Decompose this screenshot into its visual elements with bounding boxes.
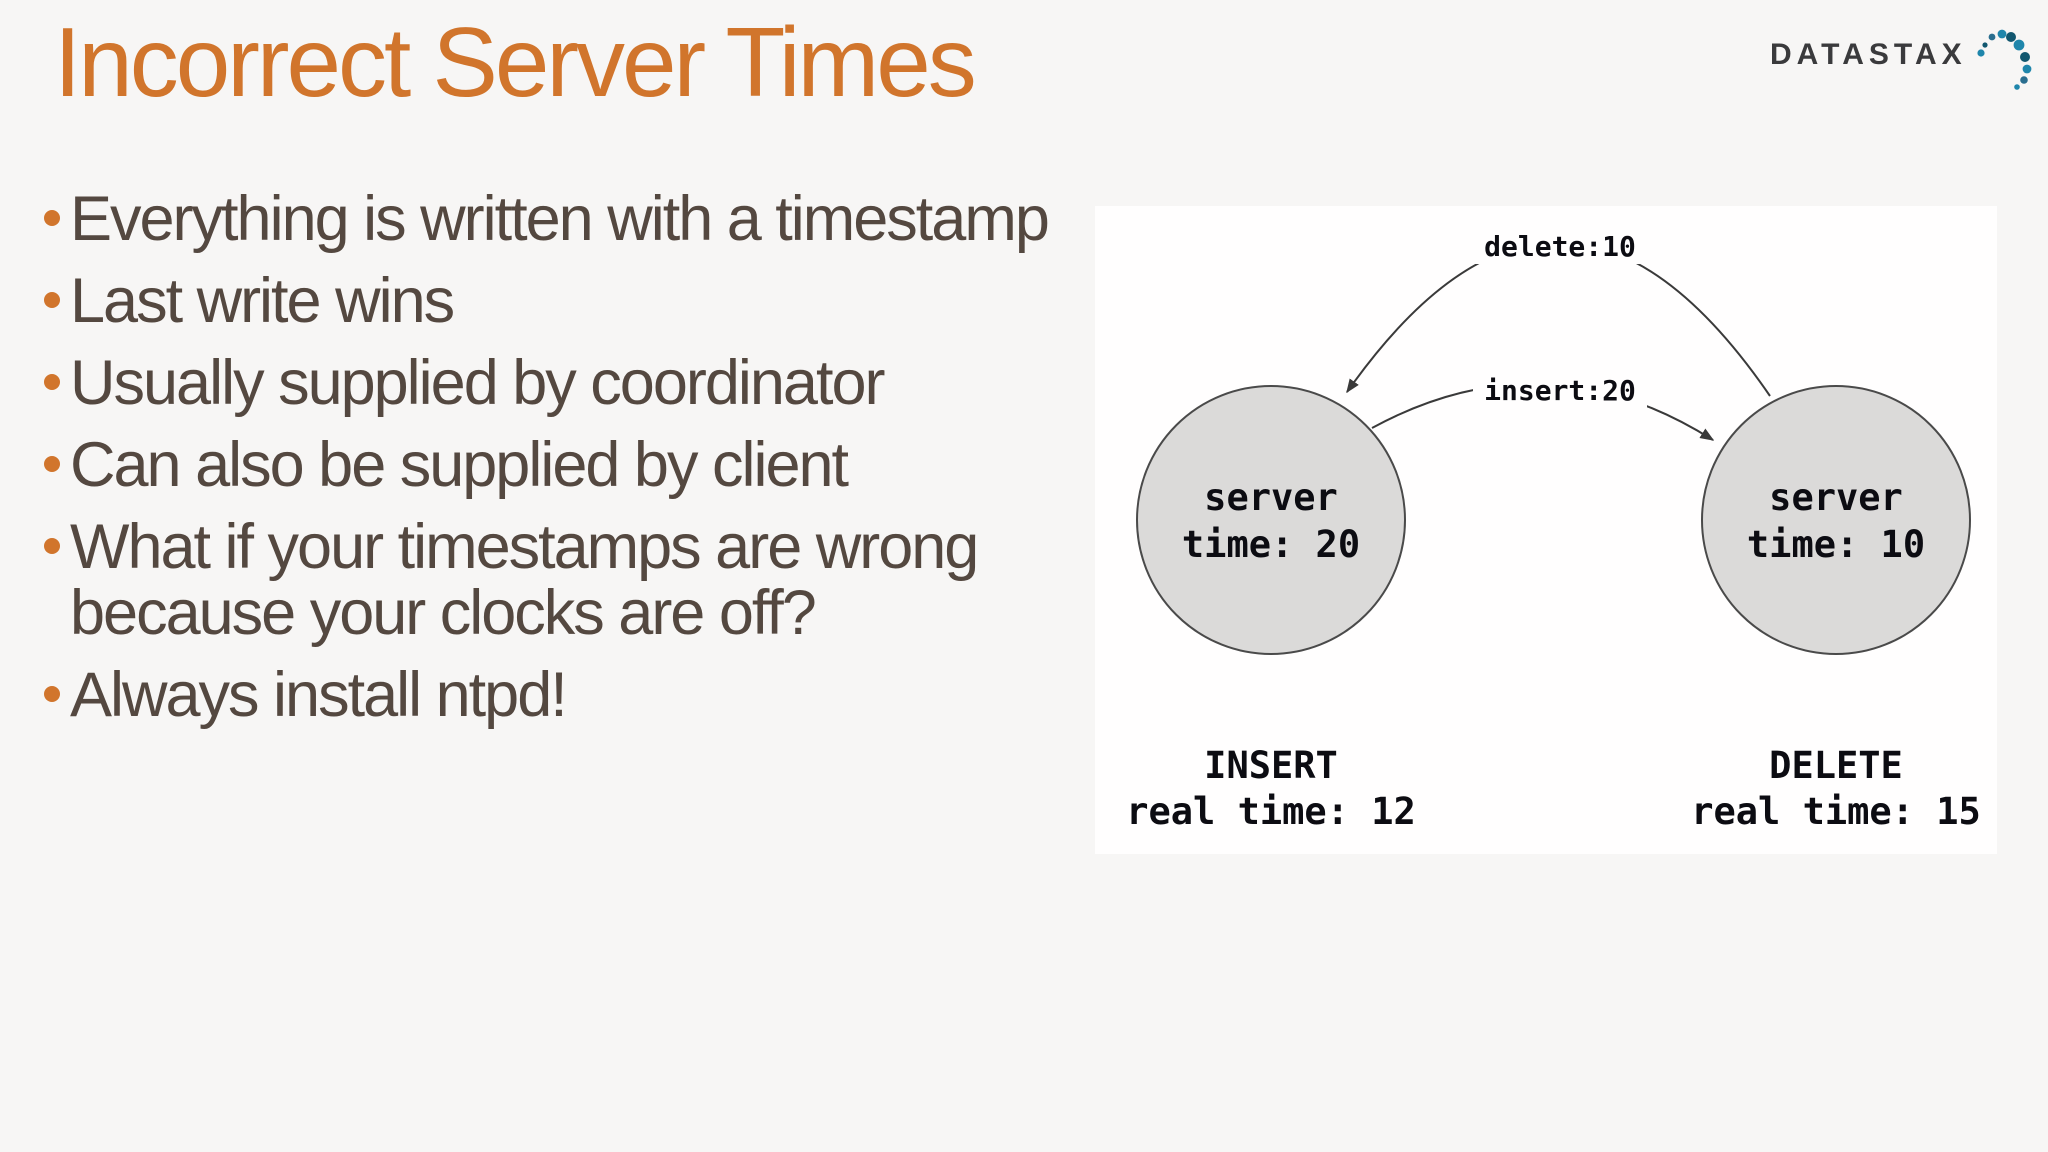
bullet-line: Can also be supplied by client [70, 430, 849, 500]
left-node-caption1: INSERT [1204, 744, 1338, 787]
bullet-item: Can also be supplied by client [44, 432, 1090, 498]
server-times-diagram: delete:10 insert:20 server time: 20 serv… [1126, 226, 1981, 833]
datastax-wordmark: DATASTAX [1770, 38, 1967, 71]
insert-label-mask [1473, 370, 1647, 408]
bullet-line: Usually supplied by coordinator [70, 348, 885, 418]
bullet-line: Always install ntpd! [70, 660, 568, 730]
right-node-line1: server [1769, 476, 1903, 519]
bullet-item: Last write wins [44, 268, 1090, 334]
bullet-line: because your clocks are off? [70, 578, 817, 648]
slide-title: Incorrect Server Times [54, 7, 977, 117]
right-node-line2: time: 10 [1747, 523, 1925, 566]
bullet-item: Always install ntpd! [44, 662, 1090, 728]
left-node-line1: server [1204, 476, 1338, 519]
right-node-caption1: DELETE [1769, 744, 1903, 787]
right-server-node [1701, 385, 1971, 655]
delete-label-mask [1473, 226, 1647, 264]
datastax-dots-icon [1977, 29, 2032, 90]
bullet-line: Last write wins [70, 266, 455, 336]
bullet-item: Everything is written with a timestamp [44, 186, 1090, 252]
bullet-line: Everything is written with a timestamp [70, 184, 1050, 254]
insert-arrow-label: insert:20 [1484, 374, 1636, 407]
right-node-caption2: real time: 15 [1691, 790, 1981, 833]
datastax-logo: DATASTAX [1770, 26, 2040, 106]
left-node-caption2: real time: 12 [1126, 790, 1416, 833]
left-node-line2: time: 20 [1182, 523, 1360, 566]
bullet-item: Usually supplied by coordinator [44, 350, 1090, 416]
left-server-node [1136, 385, 1406, 655]
bullet-line: What if your timestamps are wrong [70, 512, 979, 582]
diagram-panel: delete:10 insert:20 server time: 20 serv… [1095, 206, 1997, 854]
delete-arrow-label: delete:10 [1484, 230, 1636, 263]
